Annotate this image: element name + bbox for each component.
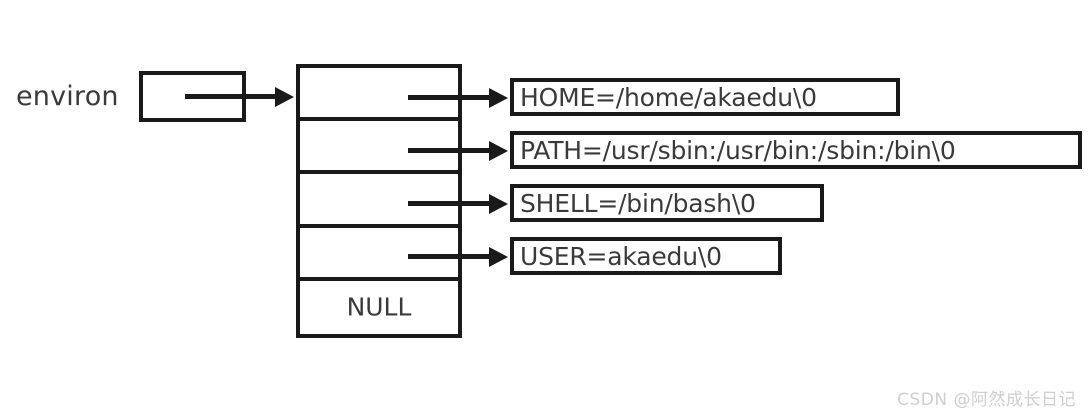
array-pointer-stub-2 [408, 201, 462, 206]
array-cell-4: NULL [300, 281, 458, 334]
array-to-string-shaft-0 [462, 95, 490, 100]
array-cell-0 [300, 68, 458, 122]
array-to-string-shaft-3 [462, 254, 490, 259]
string-text-shell: SHELL=/bin/bash\0 [520, 188, 756, 218]
array-to-string-arrowhead-1 [489, 141, 508, 161]
environ-to-array-shaft [247, 94, 277, 99]
array-to-string-arrowhead-3 [489, 247, 508, 267]
environ-label: environ [16, 81, 119, 112]
array-cell-3 [300, 228, 458, 281]
string-box-user: USER=akaedu\0 [510, 237, 782, 275]
array-pointer-stub-3 [408, 254, 462, 259]
string-box-home: HOME=/home/akaedu\0 [510, 78, 900, 116]
array-to-string-arrowhead-2 [489, 194, 508, 214]
string-box-path: PATH=/usr/sbin:/usr/bin:/sbin:/bin\0 [510, 131, 1082, 169]
string-text-home: HOME=/home/akaedu\0 [520, 82, 817, 112]
environ-array-box: NULL [296, 64, 462, 338]
array-cell-1 [300, 121, 458, 175]
array-pointer-stub-1 [408, 148, 462, 153]
array-null-label: NULL [346, 292, 412, 322]
environ-pointer-stub [185, 94, 247, 99]
array-pointer-stub-0 [408, 95, 462, 100]
csdn-watermark: CSDN @阿然成长日记 [897, 390, 1076, 410]
string-text-path: PATH=/usr/sbin:/usr/bin:/sbin:/bin\0 [520, 135, 956, 165]
environ-to-array-arrowhead [275, 87, 294, 107]
array-to-string-shaft-2 [462, 201, 490, 206]
array-to-string-shaft-1 [462, 148, 490, 153]
string-box-shell: SHELL=/bin/bash\0 [510, 184, 824, 222]
string-text-user: USER=akaedu\0 [520, 241, 722, 271]
array-to-string-arrowhead-0 [489, 88, 508, 108]
array-cell-2 [300, 174, 458, 228]
